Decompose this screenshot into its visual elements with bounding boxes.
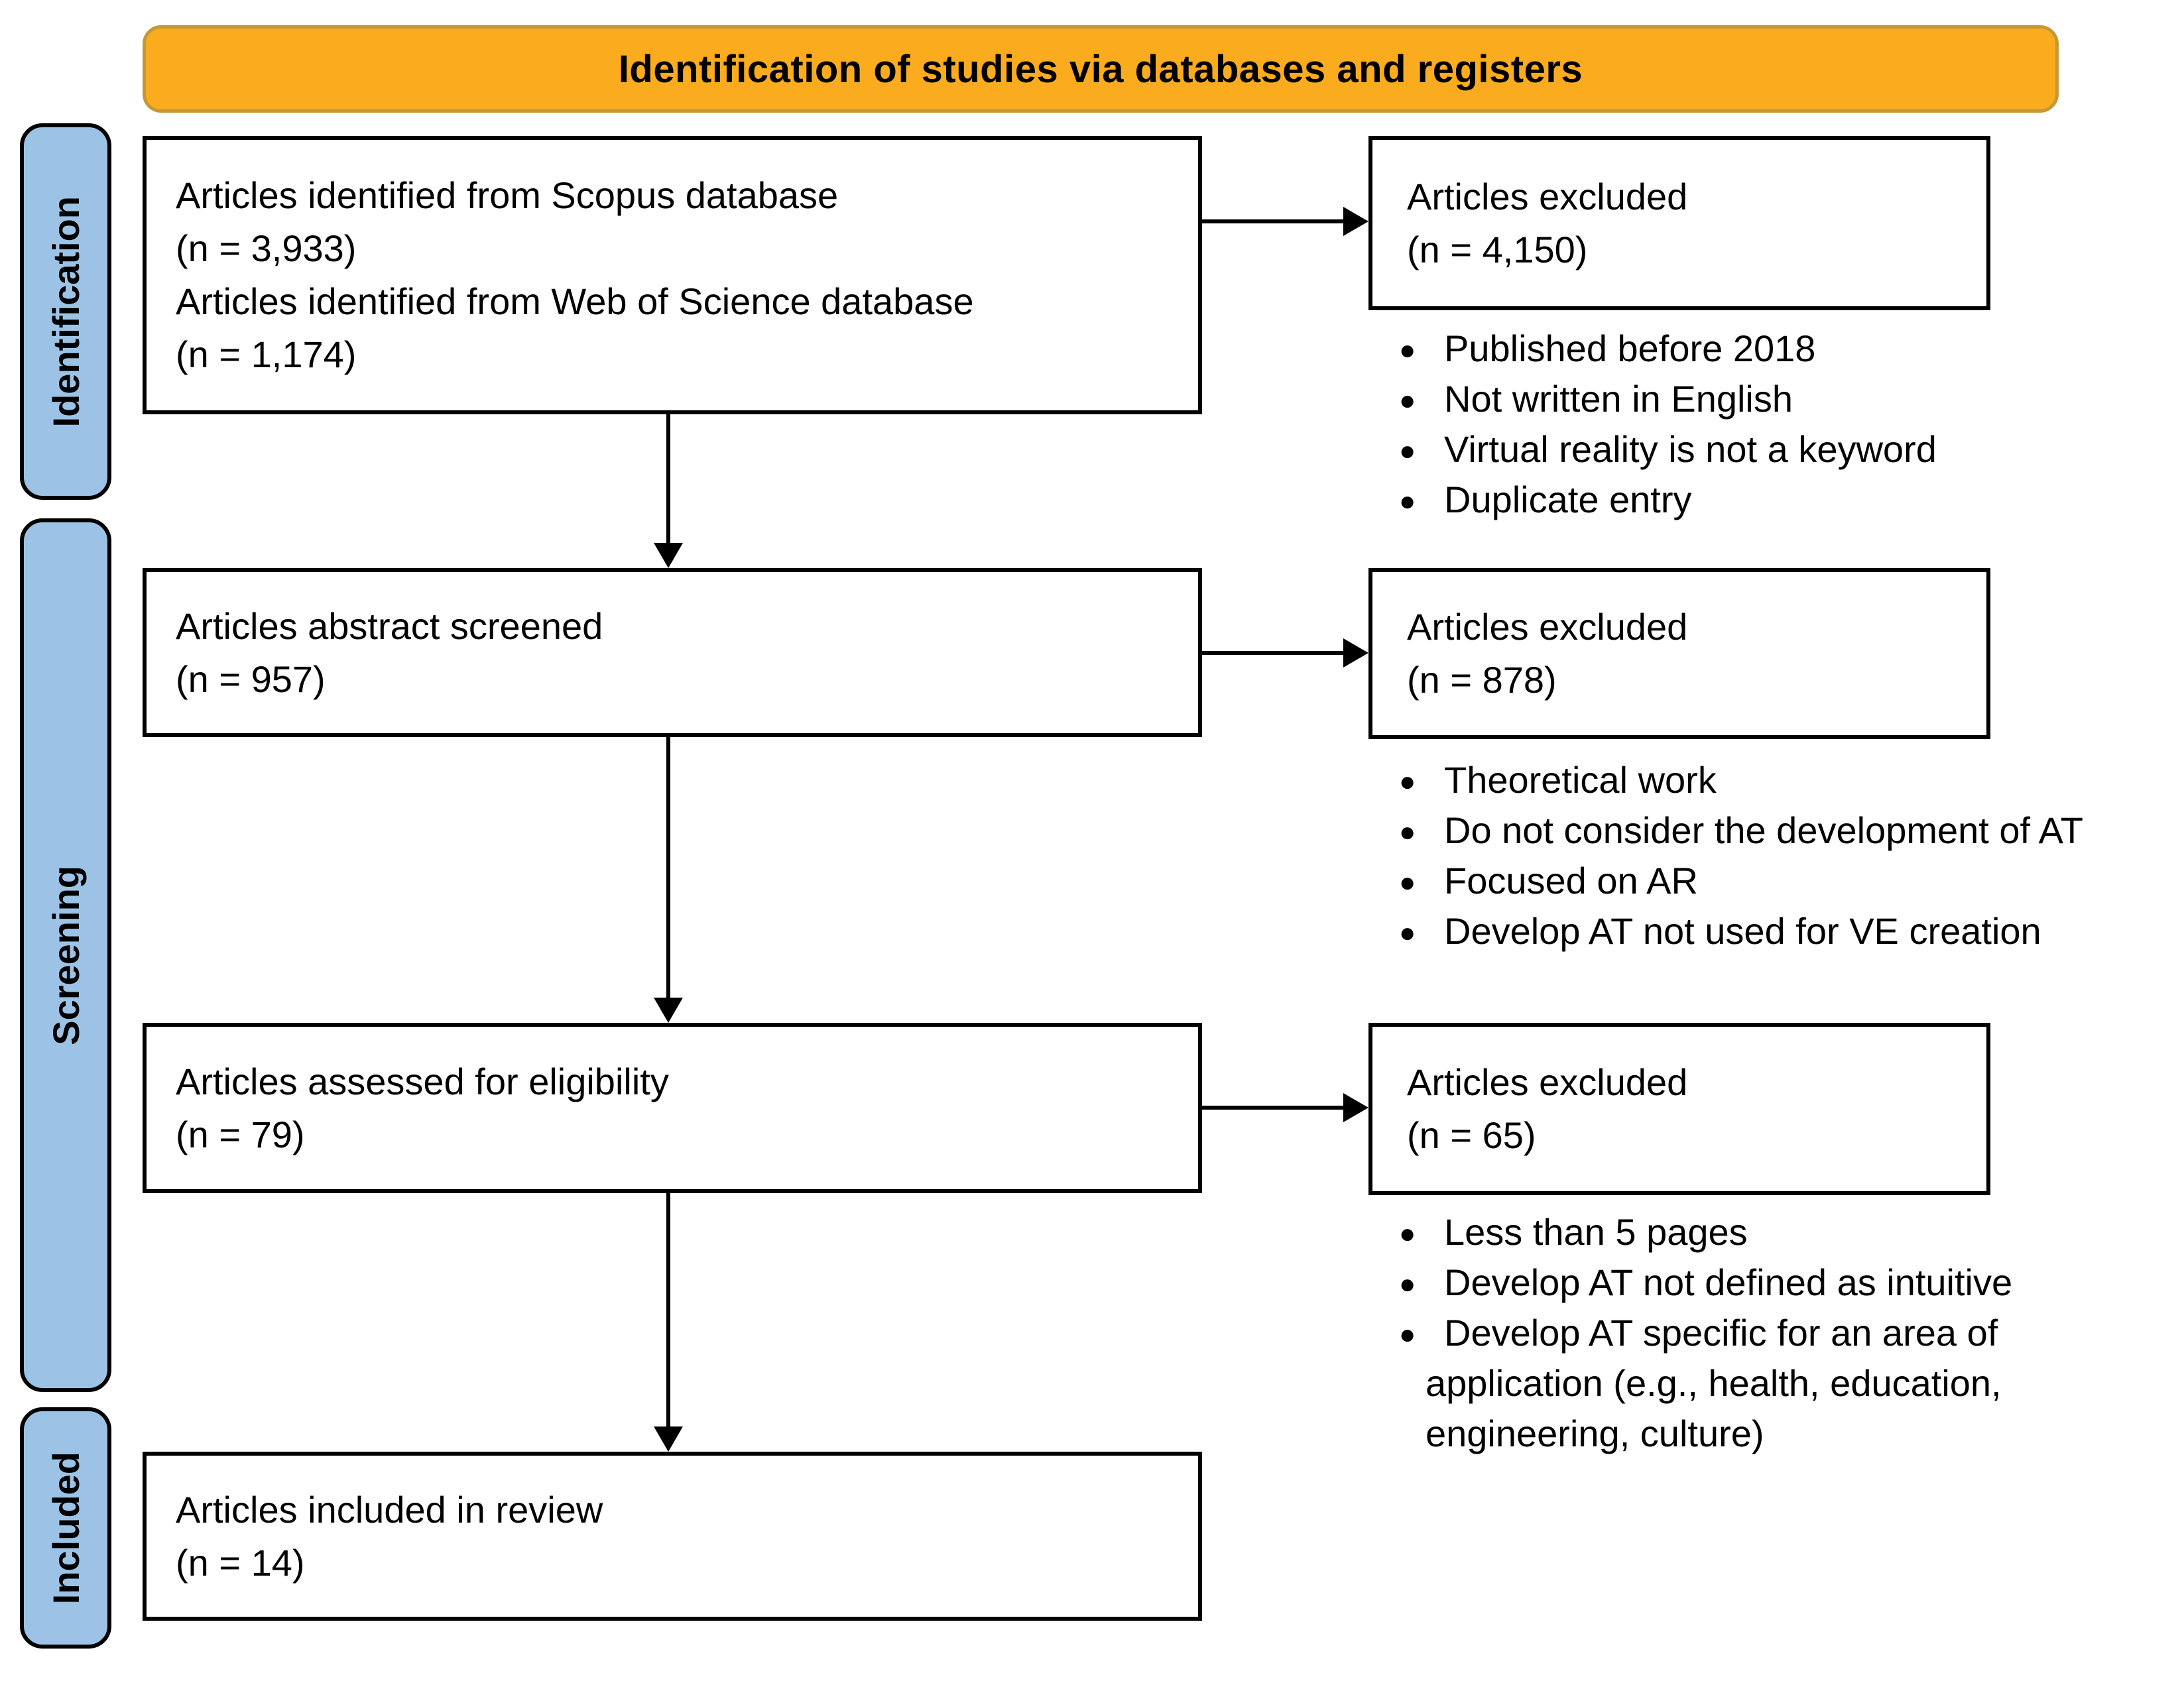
stage-label-identification: Identification bbox=[20, 123, 111, 500]
arrow-shaft bbox=[1202, 219, 1343, 223]
box-text-line: Articles included in review bbox=[176, 1488, 603, 1531]
box-text-line: Articles identified from Scopus database bbox=[176, 174, 839, 216]
box-count-line: (n = 4,150) bbox=[1407, 228, 1588, 270]
title-banner: Identification of studies via databases … bbox=[143, 25, 2059, 113]
box-text-line: Articles excluded bbox=[1407, 606, 1688, 648]
exclusion-reasons-list-eligibility: Less than 5 pages Develop AT not defined… bbox=[1399, 1207, 2161, 1459]
box-assessed-eligibility: Articles assessed for eligibility (n = 7… bbox=[143, 1023, 1202, 1193]
arrow-shaft bbox=[666, 737, 670, 998]
arrow-head bbox=[1343, 1093, 1368, 1122]
box-count-line: (n = 79) bbox=[176, 1113, 305, 1155]
exclusion-reason: Virtual reality is not a keyword bbox=[1399, 424, 2161, 476]
box-count-line: (n = 957) bbox=[176, 658, 326, 700]
box-included-review: Articles included in review (n = 14) bbox=[143, 1452, 1202, 1621]
box-abstract-screened: Articles abstract screened (n = 957) bbox=[143, 568, 1202, 737]
box-count-line: (n = 1,174) bbox=[176, 333, 357, 375]
box-count-line: (n = 65) bbox=[1407, 1114, 1536, 1156]
arrow-shaft bbox=[666, 414, 670, 543]
stage-label-text: Identification bbox=[44, 196, 87, 428]
arrow-head bbox=[1343, 207, 1368, 236]
exclusion-reason: Not written in English bbox=[1399, 374, 2161, 426]
arrow-head bbox=[654, 1426, 683, 1452]
exclusion-reason: Published before 2018 bbox=[1399, 323, 2161, 375]
exclusion-reason: Develop AT specific for an area of appli… bbox=[1399, 1308, 2161, 1459]
arrow-shaft bbox=[1202, 651, 1343, 655]
arrow-head bbox=[654, 543, 683, 568]
arrow-shaft bbox=[666, 1193, 670, 1426]
stage-label-screening: Screening bbox=[20, 518, 111, 1392]
box-excluded-screening: Articles excluded (n = 878) bbox=[1368, 568, 1990, 739]
box-text-line: Articles excluded bbox=[1407, 175, 1688, 217]
exclusion-reason: Less than 5 pages bbox=[1399, 1207, 2161, 1259]
box-text-line: Articles assessed for eligibility bbox=[176, 1060, 669, 1102]
exclusion-reason: Duplicate entry bbox=[1399, 475, 2161, 526]
box-excluded-eligibility: Articles excluded (n = 65) bbox=[1368, 1023, 1990, 1195]
arrow-head bbox=[1343, 638, 1368, 668]
exclusion-reason: Do not consider the development of AT bbox=[1399, 805, 2161, 857]
arrow-head bbox=[654, 998, 683, 1023]
stage-label-text: Screening bbox=[44, 865, 87, 1045]
box-count-line: (n = 14) bbox=[176, 1541, 305, 1584]
box-count-line: (n = 878) bbox=[1407, 659, 1557, 701]
box-records-identified: Articles identified from Scopus database… bbox=[143, 136, 1202, 414]
exclusion-reason: Develop AT not defined as intuitive bbox=[1399, 1257, 2161, 1309]
exclusion-reason: Focused on AR bbox=[1399, 856, 2161, 907]
box-text-line: Articles excluded bbox=[1407, 1061, 1688, 1103]
exclusion-reason: Develop AT not used for VE creation bbox=[1399, 906, 2161, 958]
box-text-line: Articles identified from Web of Science … bbox=[176, 280, 974, 322]
box-excluded-identification: Articles excluded (n = 4,150) bbox=[1368, 136, 1990, 310]
box-text-line: Articles abstract screened bbox=[176, 605, 603, 647]
exclusion-reasons-list-identification: Published before 2018 Not written in Eng… bbox=[1399, 323, 2161, 526]
stage-label-text: Included bbox=[44, 1451, 87, 1605]
diagram-title: Identification of studies via databases … bbox=[618, 47, 1583, 91]
exclusion-reasons-list-screening: Theoretical work Do not consider the dev… bbox=[1399, 755, 2161, 958]
stage-label-included: Included bbox=[20, 1407, 111, 1649]
box-count-line: (n = 3,933) bbox=[176, 227, 357, 269]
arrow-shaft bbox=[1202, 1106, 1343, 1110]
exclusion-reason: Theoretical work bbox=[1399, 755, 2161, 807]
